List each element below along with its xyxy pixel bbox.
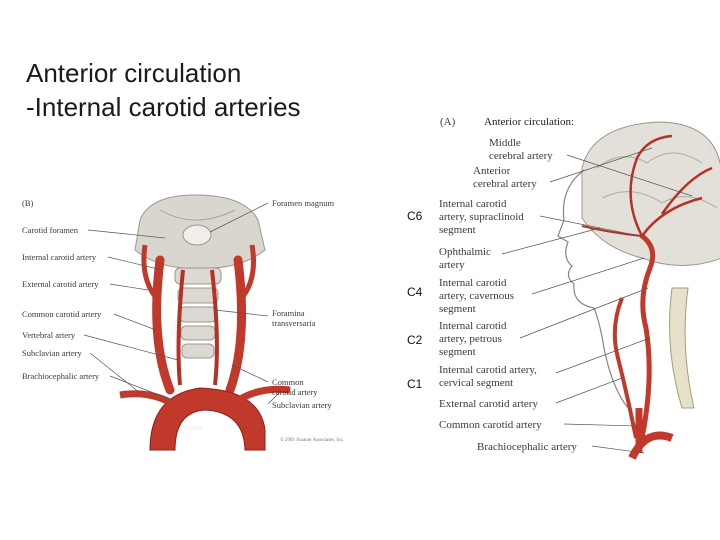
leader-external-carotid <box>109 283 149 291</box>
brachiocephalic-artery <box>628 431 674 460</box>
external-carotid-right <box>238 244 256 302</box>
label-subclavian-right: Subclavian artery <box>272 400 332 410</box>
figure-b-neck-arteries: (B) Carotid foramen Internal carotid art… <box>0 190 360 451</box>
title-line-2: -Internal carotid arteries <box>26 92 301 122</box>
leader-common-right <box>231 364 269 383</box>
slide-title: Anterior circulation -Internal carotid a… <box>26 56 301 124</box>
leader-vertebral <box>83 334 179 361</box>
leader-internal-carotid <box>107 256 163 271</box>
label-anterior-line1: Anterior <box>473 165 511 177</box>
vertebra-4 <box>180 325 216 341</box>
figure-b-illustration <box>83 194 291 451</box>
segment-code-c4: C4 <box>407 285 423 299</box>
label-foramina-line1: Foramina <box>272 308 305 318</box>
label-aorta: Aorta <box>183 422 203 432</box>
leader-subclavian <box>89 352 141 394</box>
leader-brachiocephalic <box>109 375 173 401</box>
anterior-cerebral-artery <box>629 134 673 237</box>
subclavian-left <box>119 390 177 409</box>
leader-external <box>555 377 623 404</box>
leader-lines-a <box>501 147 693 454</box>
label-supraclinoid-line2: artery, supraclinoid <box>439 211 524 223</box>
foramen-magnum-shape <box>182 224 212 246</box>
label-common-carotid-artery: Common carotid artery <box>22 309 102 319</box>
label-cavernous-line1: Internal carotid <box>439 277 507 289</box>
leader-cervical <box>555 337 651 374</box>
leader-lines-right <box>209 202 281 405</box>
figure-a-heading: Anterior circulation: <box>484 116 575 128</box>
vertebral-artery-left <box>176 269 185 386</box>
label-external-carotid-a: External carotid artery <box>439 398 538 410</box>
label-common-carotid-a: Common carotid artery <box>439 419 542 431</box>
leader-anterior-cerebral <box>549 147 653 183</box>
leader-petrous <box>519 287 649 339</box>
title-line-1: Anterior circulation <box>26 58 242 88</box>
label-cavernous-line2: artery, cavernous <box>439 290 515 302</box>
label-cervical-line2: cervical segment <box>439 377 514 389</box>
segment-code-c2: C2 <box>407 333 423 347</box>
vertebral-artery-right <box>210 269 219 386</box>
label-carotid-foramen: Carotid foramen <box>22 225 78 235</box>
external-carotid-left <box>141 244 160 302</box>
leader-middle-cerebral <box>566 154 693 197</box>
label-ophthalmic-line1: Ophthalmic <box>439 246 491 258</box>
cervical-spine <box>669 287 695 409</box>
middle-cerebral-artery <box>640 166 713 237</box>
vertebra-3 <box>179 306 217 323</box>
label-internal-carotid-artery: Internal carotid artery <box>22 252 97 262</box>
leader-carotid-foramen <box>87 229 166 239</box>
label-foramina-line2: transversaria <box>272 318 316 328</box>
vertebra-2 <box>177 287 219 304</box>
leader-lines-left <box>83 229 179 401</box>
leader-brachiocephalic-a <box>591 445 645 454</box>
leader-supraclinoid <box>539 215 641 237</box>
label-supraclinoid-line1: Internal carotid <box>439 198 507 210</box>
leader-foramina <box>214 309 269 317</box>
common-carotid-left <box>152 255 175 395</box>
face-profile <box>557 169 605 349</box>
label-subclavian-artery: Subclavian artery <box>22 348 82 358</box>
leader-common <box>563 423 639 427</box>
label-common-right-line2: carotid artery <box>272 387 318 397</box>
label-foramen-magnum: Foramen magnum <box>272 198 335 208</box>
label-cervical-line1: Internal carotid artery, <box>439 364 537 376</box>
segment-code-c1: C1 <box>407 377 423 391</box>
figure-a-head-arteries: (A) Anterior circulation: Middle cerebra… <box>432 108 720 468</box>
label-common-right-line1: Common <box>272 377 304 387</box>
label-middle-line2: cerebral artery <box>489 150 553 162</box>
leader-common-carotid <box>113 313 157 331</box>
label-supraclinoid-line3: segment <box>439 224 476 236</box>
skull-base-detail <box>159 209 236 221</box>
vertebra-1 <box>174 267 222 285</box>
neck-profile <box>603 347 629 409</box>
label-petrous-line3: segment <box>439 346 476 358</box>
subclavian-right <box>233 385 291 405</box>
copyright-text: © 2001 Sinauer Associates, Inc. <box>280 438 345 443</box>
label-petrous-line1: Internal carotid <box>439 320 507 332</box>
label-vertebral-artery: Vertebral artery <box>22 330 76 340</box>
vertebra-5 <box>181 343 215 359</box>
internal-carotid-cervical <box>639 233 656 441</box>
label-middle-line1: Middle <box>489 137 521 149</box>
external-carotid <box>612 297 638 439</box>
label-anterior-line2: cerebral artery <box>473 178 537 190</box>
label-petrous-line2: artery, petrous <box>439 333 502 345</box>
leader-subclavian-right <box>267 391 281 405</box>
label-brachiocephalic-artery: Brachiocephalic artery <box>22 371 100 381</box>
label-cavernous-line3: segment <box>439 303 476 315</box>
segment-code-c6: C6 <box>407 209 423 223</box>
label-external-carotid-artery: External carotid artery <box>22 279 99 289</box>
figure-a-panel-label: (A) <box>440 116 456 128</box>
figure-a-illustration <box>501 121 720 460</box>
leader-foramen-magnum <box>209 202 269 233</box>
figure-b-panel-label: (B) <box>22 198 34 208</box>
label-ophthalmic-line2: artery <box>439 259 465 271</box>
common-carotid-right <box>225 255 247 395</box>
leader-ophthalmic <box>501 227 601 255</box>
leader-cavernous <box>531 257 645 295</box>
label-brachiocephalic-a: Brachiocephalic artery <box>477 441 577 453</box>
